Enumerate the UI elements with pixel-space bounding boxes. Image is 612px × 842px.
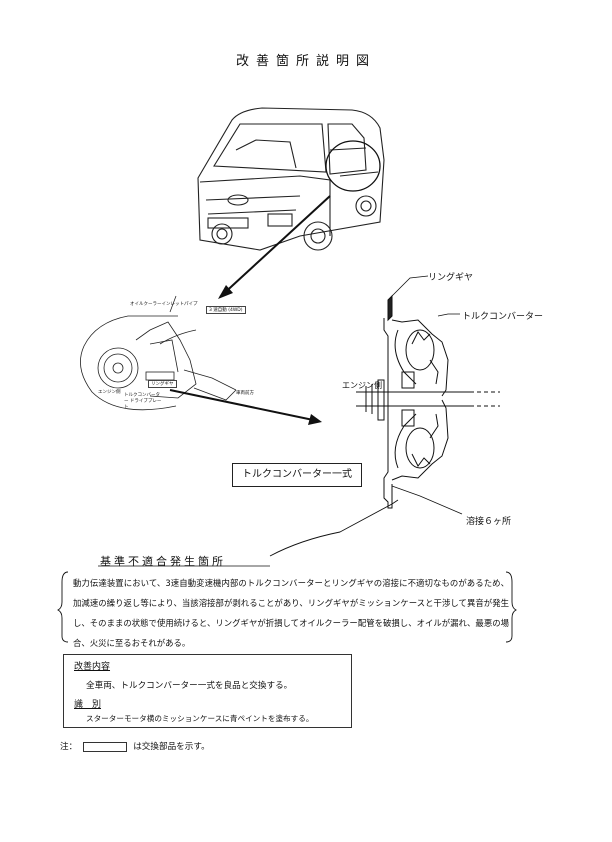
problem-description: 動力伝達装置において、3速自動変速機内部のトルクコンバーターとリングギヤの溶接に… (73, 578, 509, 648)
footnote: 注： は交換部品を示す。 (60, 740, 210, 752)
left-bracket (56, 571, 69, 643)
arrow-line (219, 195, 331, 298)
page-title: 改善箇所説明図 (235, 54, 376, 69)
inset-label-oil-cooler: オイルクーラーインレットパイプ (130, 302, 198, 307)
footnote-prefix: 注： (60, 742, 78, 752)
footnote-text: は交換部品を示す。 (133, 742, 210, 752)
leader-lines (391, 275, 463, 515)
remedy-text: 全車両、トルクコンバーター一式を良品と交換する。 (86, 681, 293, 691)
label-ring-gear: リングギヤ (428, 273, 474, 283)
identification-text: スターターモータ横のミッションケースに青ペイントを塗布する。 (86, 714, 314, 723)
legend-box-sample (83, 741, 128, 752)
remedy-box: 改善内容 全車両、トルクコンバーター一式を良品と交換する。 識 別 スターターモ… (63, 654, 352, 728)
inset-label-converter-plate: トルクコンバーター ドライブプレート (124, 393, 162, 410)
van-illustration (197, 107, 385, 251)
highlight-circle (325, 140, 381, 192)
arrow-head (218, 285, 233, 299)
inset-label-front: 車両前方 (236, 391, 254, 396)
problem-heading: 基準不適合発生箇所 (100, 555, 226, 568)
label-engine-side: エンジン側 (342, 381, 382, 390)
right-bracket (505, 571, 518, 643)
remedy-heading: 改善内容 (74, 662, 111, 672)
inset-label-engine-side: エンジン側 (98, 390, 121, 395)
inset-label-three-speed: 3 速自動 (4WD) (206, 306, 246, 314)
arrow-line-2 (169, 389, 319, 422)
replacement-part-label: トルクコンバーター一式 (232, 463, 362, 487)
identification-heading: 識 別 (74, 700, 102, 710)
torque-converter-diagram (356, 294, 500, 509)
engine-inset-drawing (80, 295, 237, 411)
problem-leader-line (269, 499, 399, 557)
arrow-head-2 (308, 414, 322, 425)
inset-label-ring-gear: リングギヤ (148, 380, 177, 388)
label-torque-converter: トルクコンバーター (462, 312, 544, 322)
label-weld: 溶接６ヶ所 (466, 517, 512, 527)
